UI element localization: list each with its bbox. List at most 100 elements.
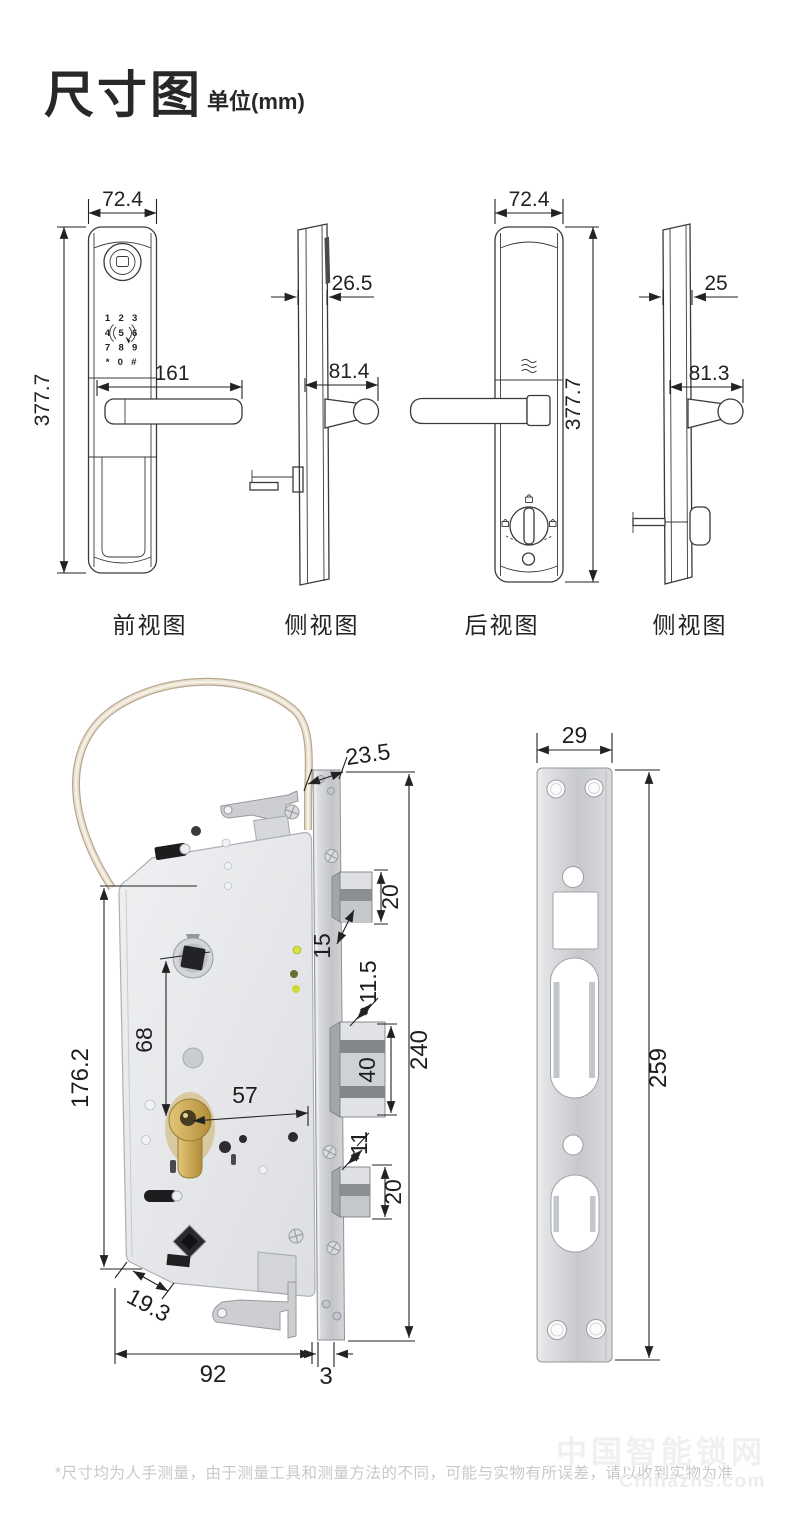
keypad-row-1: 1 2 3 bbox=[105, 313, 140, 324]
led-dark bbox=[290, 970, 298, 978]
battery-cover bbox=[101, 457, 146, 558]
watermark-cn: 中国智能锁网 bbox=[556, 1435, 766, 1470]
strike-mid-slot bbox=[550, 1174, 600, 1253]
front-view-label: 前视图 bbox=[113, 612, 188, 638]
dim-deadbolt-height: 40 bbox=[354, 1057, 380, 1083]
dim-front-height: 377.7 bbox=[31, 374, 54, 427]
reset-hole bbox=[521, 552, 536, 566]
slot-pin bbox=[171, 1190, 183, 1202]
watermark: 中国智能锁网 Chinazns.com bbox=[556, 1434, 766, 1494]
faceplate-hole bbox=[332, 1311, 342, 1321]
side-left-view-label: 侧视图 bbox=[285, 612, 360, 638]
dim-strike-height: 259 bbox=[645, 1048, 672, 1088]
front-handle bbox=[104, 398, 243, 425]
dim-side-right-handle-depth: 81.3 bbox=[689, 362, 730, 385]
dim-strike-width: 29 bbox=[562, 722, 588, 748]
side-handle-neck-2 bbox=[687, 398, 722, 429]
case-hole bbox=[191, 826, 201, 836]
dim-body-width: 92 bbox=[200, 1361, 227, 1388]
lock-case bbox=[118, 832, 316, 1297]
faceplate-screw bbox=[322, 849, 341, 1255]
thumbturn bbox=[501, 494, 557, 546]
dim-faceplate-thickness: 3 bbox=[319, 1363, 332, 1390]
spindle-hub bbox=[172, 934, 214, 979]
back-view: 72.4 377.7 bbox=[409, 188, 599, 638]
dim-bottom-latch-gap: 11 bbox=[346, 1131, 372, 1155]
front-view: 72.4 377.7 1 2 3 4 5 6 7 8 9 * 0 # 161 bbox=[31, 188, 243, 638]
back-handle-mount bbox=[526, 394, 551, 427]
slot-pin bbox=[179, 843, 191, 855]
strike-round-hole bbox=[562, 1134, 584, 1156]
dim-faceplate-height: 240 bbox=[406, 1030, 433, 1070]
lock-body: 23.5 240 20 15 11.5 40 11 20 176.2 68 57 bbox=[67, 677, 433, 1390]
dim-front-handle-length: 161 bbox=[154, 362, 189, 385]
lock-icon-right bbox=[549, 519, 557, 527]
dim-corner-notch: 19.3 bbox=[123, 1283, 175, 1327]
case-hole bbox=[288, 1132, 298, 1142]
case-hole bbox=[239, 1135, 247, 1143]
speaker-icon bbox=[521, 358, 537, 374]
bottom-tab bbox=[166, 1253, 191, 1268]
keypad-row-3: 7 8 9 bbox=[105, 343, 140, 354]
side-view-left: 26.5 81.4 侧视图 bbox=[249, 223, 380, 638]
hand-cursor-icon bbox=[125, 336, 134, 344]
latch-pin bbox=[249, 481, 279, 491]
back-view-label: 后视图 bbox=[465, 612, 540, 638]
title-unit: 单位(mm) bbox=[207, 89, 305, 114]
rivet bbox=[258, 1165, 268, 1175]
lock-icon-top bbox=[525, 494, 533, 503]
side-handle-knob-2 bbox=[717, 398, 744, 425]
diamond-hole bbox=[172, 1224, 207, 1259]
keypad: 1 2 3 4 5 6 7 8 9 * 0 # bbox=[105, 313, 140, 368]
dim-top-latch-offset: 15 bbox=[309, 933, 335, 959]
led-yellow bbox=[292, 985, 300, 993]
side-handle-knob bbox=[352, 398, 380, 425]
side-right-view-label: 侧视图 bbox=[653, 612, 728, 638]
spindle-pin bbox=[632, 517, 666, 527]
cable bbox=[72, 677, 313, 891]
case-hole bbox=[219, 1141, 231, 1153]
deadbolt bbox=[329, 1021, 386, 1118]
dim-front-width: 72.4 bbox=[102, 188, 143, 211]
strike-round-hole bbox=[562, 866, 584, 888]
faceplate-hole bbox=[327, 787, 335, 795]
strike-screw-hole bbox=[546, 778, 604, 799]
case-screw bbox=[284, 804, 300, 820]
measurement-disclaimer: *尺寸均为人手测量，由于测量工具和测量方法的不同，可能与实物有所误差，请以收到实… bbox=[55, 1465, 734, 1482]
faceplate-hole bbox=[321, 1299, 331, 1309]
rivet bbox=[224, 862, 232, 870]
sensor-side-strip bbox=[324, 236, 331, 284]
led-yellow bbox=[292, 945, 302, 955]
dim-back-width: 72.4 bbox=[509, 188, 550, 211]
strike-long-slot bbox=[550, 957, 599, 1099]
lower-slide-slot bbox=[144, 1190, 178, 1202]
latch-block bbox=[292, 466, 304, 493]
rivet bbox=[144, 1099, 156, 1111]
dim-faceplate-width: 23.5 bbox=[344, 738, 392, 770]
fingerprint-reader-icon bbox=[103, 242, 142, 282]
rivet bbox=[224, 882, 232, 890]
bottom-hook-lever bbox=[212, 1251, 297, 1339]
keypad-row-4: * 0 # bbox=[106, 357, 140, 368]
dim-side-left-thickness: 26.5 bbox=[332, 272, 373, 295]
dim-side-left-handle-depth: 81.4 bbox=[329, 360, 370, 383]
strike-plate: 29 259 bbox=[536, 722, 672, 1363]
rivet bbox=[221, 838, 231, 848]
page-title: 尺寸图 单位(mm) bbox=[44, 70, 305, 120]
dim-side-right-thickness: 25 bbox=[704, 272, 727, 295]
title-text: 尺寸图 bbox=[44, 67, 203, 123]
slide-slot bbox=[154, 842, 187, 860]
back-handle bbox=[409, 397, 528, 425]
case-slot bbox=[231, 1154, 236, 1165]
case-center-hole bbox=[182, 1047, 204, 1069]
dim-spindle-to-cylinder: 68 bbox=[131, 1027, 157, 1053]
dim-deadbolt-top-gap: 11.5 bbox=[355, 960, 381, 1003]
rfid-icon bbox=[109, 324, 136, 344]
side-view-right: 25 81.3 侧视图 bbox=[632, 223, 744, 638]
lock-icon-left bbox=[501, 519, 509, 527]
dim-back-height: 377.7 bbox=[562, 378, 585, 431]
case-screw bbox=[288, 1228, 304, 1244]
watermark-en: Chinazns.com bbox=[619, 1471, 766, 1493]
